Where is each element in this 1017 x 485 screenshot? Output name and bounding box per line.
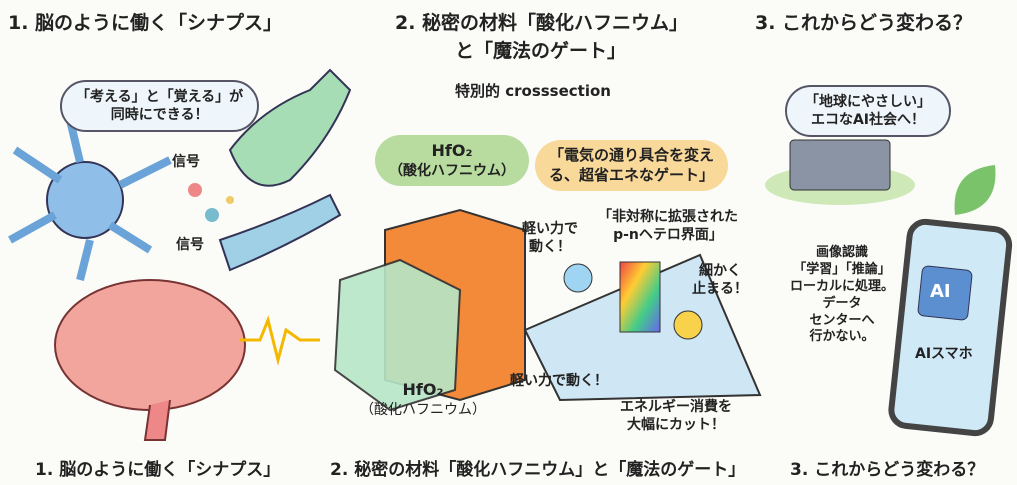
pulse-icon (240, 315, 320, 366)
smartphone-icon (888, 218, 1013, 437)
phone-text-2: 「学習」「推論」 (793, 261, 891, 277)
stop-line2: 止まる！ (692, 281, 748, 298)
phone-text-4: データ (822, 295, 862, 311)
crosssection-label: 特別的 crosssection (455, 82, 611, 100)
signal-label-1: 信号 (172, 154, 200, 170)
phone-label: AIスマホ (915, 346, 973, 362)
section1-cloud-line1: 「考える」と「覚える」が (76, 89, 244, 105)
interface-line1: 「非対称に拡張された (598, 209, 738, 225)
light-force-line1: 軽い力で (522, 221, 578, 237)
neuron-icon (8, 119, 172, 281)
phone-text-1: 画像認識 (816, 245, 869, 260)
section1-heading: 1. 脳のように働く「シナプス」 (8, 12, 283, 34)
server-icon (789, 139, 891, 191)
interface-line2: p-nヘテロ界面」 (613, 227, 723, 244)
synapse-icon (228, 68, 352, 187)
section2-heading-2: と「魔法のゲート」 (455, 40, 627, 62)
phone-text-6: 行かない。 (809, 329, 875, 345)
brain-icon (54, 279, 246, 411)
hfo2-top-sublabel: （酸化ハフニウム） (389, 162, 515, 179)
section2-heading: 2. 秘密の材料「酸化ハフニウム」 (395, 12, 689, 34)
section3-footer: 3. これからどう変わる？ (790, 460, 985, 480)
light-force-2: 軽い力で動く！ (510, 373, 608, 389)
hfo2-bottom-label: HfO₂ (402, 380, 444, 399)
gate-note-line1: 「電気の通り具合を変え (549, 146, 715, 164)
signal-label-2: 信号 (176, 237, 204, 253)
gate-note-line2: る、超省エネなゲート」 (549, 165, 715, 184)
section2-footer: 2. 秘密の材料「酸化ハフニウム」と「魔法のゲート」 (330, 460, 746, 480)
section1-footer: 1. 脳のように働く「シナプス」 (35, 460, 281, 480)
section3-cloud-line1: 「地球にやさしい」 (805, 94, 931, 110)
light-force-line2: 動く！ (529, 239, 571, 256)
leaf-icon (954, 165, 996, 215)
phone-text-5: センターへ (809, 312, 875, 328)
stop-line1: 細かく (699, 263, 741, 279)
section3-cloud-line2: エコなAI社会へ！ (810, 112, 926, 129)
section1-cloud-line2: 同時にできる！ (110, 107, 209, 124)
section3-heading: 3. これからどう変わる？ (755, 12, 973, 34)
rainbow-gate-icon (619, 261, 661, 333)
ai-chip-label: AI (930, 281, 951, 302)
energy-line1: エネルギー消費を (620, 399, 732, 415)
hfo2-top-label: HfO₂ (431, 141, 473, 160)
phone-text-3: ローカルに処理。 (790, 278, 895, 294)
hfo2-bottom-sublabel: （酸化ハフニウム） (360, 401, 486, 418)
energy-line2: 大幅にカット！ (627, 417, 725, 434)
